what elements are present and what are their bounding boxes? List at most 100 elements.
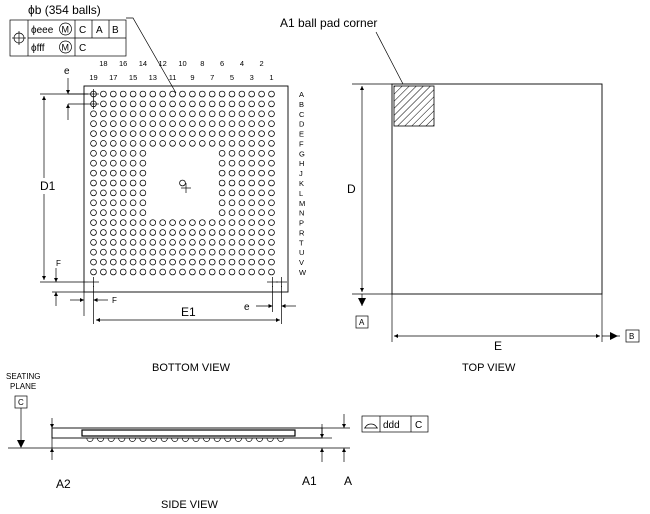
ball-U8: [199, 248, 206, 256]
ball-K14: [139, 179, 147, 187]
ball-H19: [90, 159, 97, 167]
ball-F16: [119, 140, 127, 147]
flatness-frame: ddd C: [361, 415, 429, 433]
ball-C13: [149, 110, 157, 118]
ball-K19: [90, 179, 97, 187]
ball-T15: [129, 239, 137, 246]
ball-B9: [189, 100, 196, 108]
ball-P1: [268, 219, 275, 226]
a1-corner-marker: [393, 85, 435, 127]
ball-P14: [139, 219, 147, 226]
ball-F2: [258, 140, 265, 147]
ball-U7: [208, 248, 216, 256]
ball-D9: [189, 120, 196, 127]
side-ball: [171, 437, 179, 442]
ball-E2: [258, 130, 265, 137]
ball-J4: [238, 169, 246, 177]
ball-U1: [268, 248, 275, 256]
ball-B10: [179, 100, 186, 108]
ball-W13: [149, 268, 157, 276]
ball-P19: [90, 219, 97, 226]
ball-L5: [228, 189, 236, 197]
ball-V10: [179, 258, 186, 266]
ball-U9: [189, 248, 196, 256]
column-label-14: 14: [139, 59, 147, 68]
ball-W8: [199, 268, 206, 276]
ball-B1: [268, 100, 275, 108]
ball-H3: [248, 159, 255, 167]
ball-R17: [110, 229, 117, 236]
ball-F4: [238, 140, 246, 147]
ball-K15: [129, 179, 137, 187]
side-ball: [234, 437, 242, 442]
row-label-G: G: [299, 149, 305, 158]
ball-V2: [258, 258, 265, 266]
ball-T12: [159, 239, 166, 246]
ball-G17: [110, 150, 117, 157]
ball-H5: [228, 159, 236, 167]
side-ball: [150, 437, 158, 442]
ball-E18: [100, 130, 107, 137]
ball-U13: [149, 248, 157, 256]
ball-V17: [110, 258, 117, 266]
row-label-P: P: [299, 219, 304, 228]
ball-F8: [199, 140, 206, 147]
ball-F1: [268, 140, 275, 147]
ball-K18: [100, 179, 107, 187]
ball-B18: [100, 100, 107, 108]
top-view-outline: [391, 83, 603, 295]
dim-f-label-left: F: [56, 259, 61, 268]
ball-M18: [100, 199, 107, 207]
ball-C2: [258, 110, 265, 118]
ball-V7: [208, 258, 216, 266]
bottom-view-outline: [83, 85, 289, 293]
ball-L16: [119, 189, 127, 197]
column-label-10: 10: [178, 59, 186, 68]
ball-A18: [100, 90, 107, 98]
side-ball: [86, 437, 94, 442]
ball-F5: [228, 140, 236, 147]
column-label-6: 6: [220, 59, 224, 68]
ball-P18: [100, 219, 107, 226]
ball-A16: [119, 90, 127, 98]
ball-A10: [179, 90, 186, 98]
side-ball: [107, 437, 115, 442]
ball-D3: [248, 120, 255, 127]
ball-L19: [90, 189, 97, 197]
ball-R11: [169, 229, 176, 236]
ball-J14: [139, 169, 147, 177]
ball-A15: [129, 90, 137, 98]
ball-A3: [248, 90, 255, 98]
ball-C17: [110, 110, 117, 118]
flatness-tolerance: ddd: [383, 420, 400, 431]
ball-G18: [100, 150, 107, 157]
flatness-ref-c: C: [415, 420, 422, 431]
ball-P8: [199, 219, 206, 226]
ball-B2: [258, 100, 265, 108]
ball-E15: [129, 130, 137, 137]
ball-V16: [119, 258, 127, 266]
ball-B16: [119, 100, 127, 108]
ball-P2: [258, 219, 265, 226]
ball-P4: [238, 219, 246, 226]
ball-W9: [189, 268, 196, 276]
ball-U10: [179, 248, 186, 256]
column-label-3: 3: [250, 73, 254, 82]
ball-E11: [169, 130, 176, 137]
corner-ball-crosshairs: [88, 89, 287, 287]
ball-A11: [169, 90, 176, 98]
ball-L2: [258, 189, 265, 197]
ball-A14: [139, 90, 147, 98]
ball-E7: [208, 130, 216, 137]
ball-T9: [189, 239, 196, 246]
ball-K5: [228, 179, 236, 187]
ball-J2: [258, 169, 265, 177]
ball-K16: [119, 179, 127, 187]
ball-D18: [100, 120, 107, 127]
ball-F7: [208, 140, 216, 147]
row-label-H: H: [299, 159, 304, 168]
ball-J6: [218, 169, 226, 177]
ball-G1: [268, 150, 275, 157]
ball-R2: [258, 229, 265, 236]
